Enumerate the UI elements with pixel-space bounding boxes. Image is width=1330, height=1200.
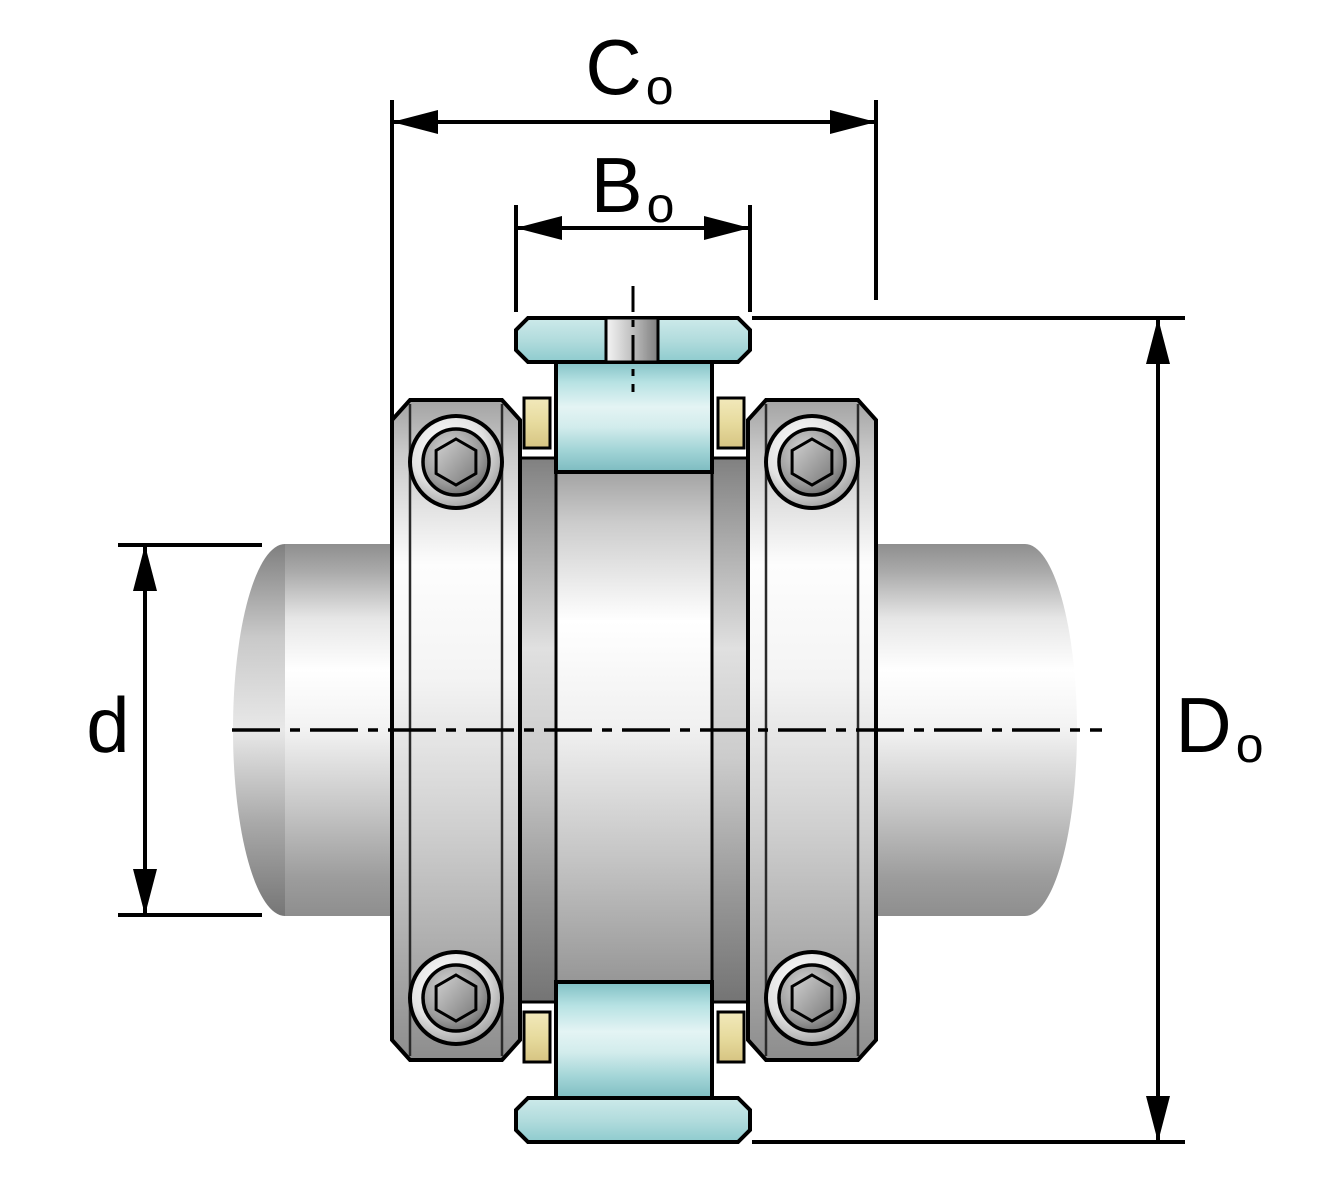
dimension-bo bbox=[514, 205, 752, 312]
bottom-left-brass-seal bbox=[522, 1010, 552, 1064]
dim-label-do-letter: D bbox=[1175, 681, 1233, 769]
arrowhead-bo-right bbox=[704, 216, 750, 240]
arrowhead-d-top bbox=[133, 545, 157, 591]
hex-socket-screw-top-right bbox=[764, 414, 860, 510]
dim-label-bo-subscript: o bbox=[646, 177, 676, 233]
top-left-brass-seal bbox=[522, 396, 552, 450]
arrowhead-bo-left bbox=[516, 216, 562, 240]
bottom-fitting bbox=[522, 980, 746, 1102]
dim-label-d-letter: d bbox=[86, 681, 131, 769]
dim-label-bo-letter: B bbox=[590, 141, 644, 229]
dim-label-d: d bbox=[70, 686, 150, 764]
arrowhead-do-bottom bbox=[1146, 1096, 1170, 1142]
dimension-co bbox=[390, 100, 878, 478]
centerlines bbox=[232, 286, 1102, 732]
top-fitting bbox=[522, 358, 746, 474]
bottom-teal-block bbox=[554, 980, 714, 1102]
top-teal-block bbox=[554, 358, 714, 474]
hex-socket-screw-top-left bbox=[408, 414, 504, 510]
arrowhead-d-bottom bbox=[133, 869, 157, 915]
dimension-d bbox=[118, 543, 262, 917]
hex-socket-screw-bottom-left bbox=[408, 950, 504, 1046]
dim-label-co-subscript: o bbox=[645, 59, 675, 115]
dim-label-do-subscript: o bbox=[1235, 717, 1265, 773]
top-right-brass-seal bbox=[716, 396, 746, 450]
arrowhead-do-top bbox=[1146, 318, 1170, 364]
arrowhead-co-right bbox=[830, 110, 876, 134]
dim-label-co-letter: C bbox=[585, 23, 643, 111]
dimension-do bbox=[752, 316, 1185, 1144]
bottom-right-brass-seal bbox=[716, 1010, 746, 1064]
hex-socket-screw-bottom-right bbox=[764, 950, 860, 1046]
arrowhead-co-left bbox=[392, 110, 438, 134]
bottom-cap bbox=[514, 1096, 752, 1144]
